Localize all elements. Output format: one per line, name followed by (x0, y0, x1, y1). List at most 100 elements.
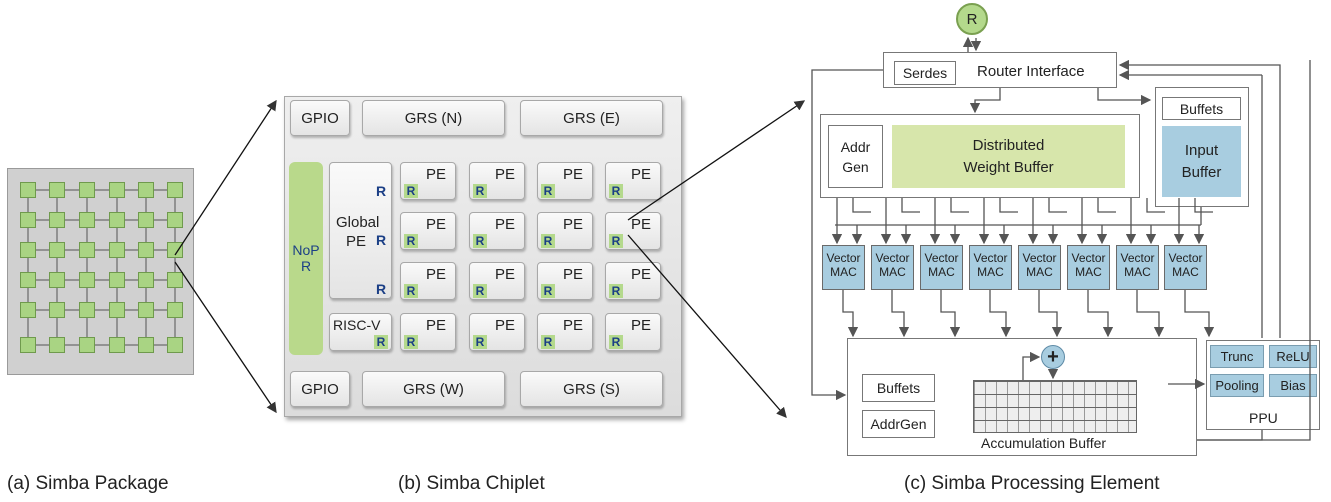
package-chiplet-node (79, 242, 95, 258)
ppu-pooling: Pooling (1210, 374, 1264, 397)
ppu-group: Trunc ReLU Pooling Bias PPU (1206, 340, 1320, 430)
vector-mac: Vector MAC (1116, 245, 1159, 290)
package-chiplet-node (20, 212, 36, 228)
package-chiplet-node (109, 337, 125, 353)
global-pe-router-2: R (376, 232, 387, 248)
package-chiplet-node (109, 182, 125, 198)
global-pe: R Global PE R R (329, 162, 392, 299)
pe-label: PE (631, 317, 652, 334)
caption-package: (a) Simba Package (7, 473, 169, 494)
pe-label: PE (495, 317, 516, 334)
grs-south: GRS (S) (520, 371, 663, 407)
pe-label: PE (563, 317, 584, 334)
pe-router-tag: R (473, 335, 487, 349)
chiplet-pe: PE R (537, 212, 593, 250)
package-chiplet-node (167, 182, 183, 198)
global-pe-router-3: R (376, 281, 387, 297)
package-chiplet-node (167, 242, 183, 258)
risc-v-router: R (374, 335, 388, 349)
buffets-top: Buffets (1162, 97, 1241, 120)
buffets-bottom: Buffets (862, 374, 935, 402)
vector-mac: Vector MAC (1067, 245, 1110, 290)
package-chiplet-node (79, 182, 95, 198)
package-chiplet-node (49, 337, 65, 353)
package-chiplet-node (79, 272, 95, 288)
package-chiplet-node (138, 212, 154, 228)
package-chiplet-node (79, 212, 95, 228)
package-chiplet-node (138, 337, 154, 353)
pe-label: PE (563, 266, 584, 283)
zoom-arrow-1 (174, 99, 277, 256)
pe-label: PE (495, 166, 516, 183)
package-chiplet-node (20, 337, 36, 353)
pe-label: PE (426, 266, 447, 283)
adder-node: + (1041, 345, 1065, 369)
pe-router-tag: R (541, 184, 555, 198)
pe-label: PE (426, 317, 447, 334)
ppu-relu: ReLU (1269, 345, 1317, 368)
vector-mac: Vector MAC (871, 245, 914, 290)
input-buffer-group: Buffets Input Buffer (1155, 87, 1249, 207)
package-chiplet-node (138, 272, 154, 288)
pe-router-tag: R (609, 335, 623, 349)
package-chiplet-node (109, 272, 125, 288)
vector-mac: Vector MAC (920, 245, 963, 290)
pe-label: PE (631, 216, 652, 233)
pe-label: PE (631, 166, 652, 183)
vector-mac: Vector MAC (1018, 245, 1061, 290)
addrgen-bottom: AddrGen (862, 410, 935, 438)
pe-label: PE (563, 166, 584, 183)
pe-router-tag: R (404, 284, 418, 298)
pe-label: PE (495, 216, 516, 233)
package-chiplet-node (49, 182, 65, 198)
nop-r-label: R (300, 258, 312, 274)
caption-chiplet: (b) Simba Chiplet (398, 473, 545, 494)
package-chiplet-node (167, 212, 183, 228)
pe-router-label: R (966, 10, 978, 28)
pe-label: PE (426, 216, 447, 233)
package-chiplet-node (49, 302, 65, 318)
vector-mac: Vector MAC (822, 245, 865, 290)
global-pe-router-1: R (376, 183, 387, 199)
package-chiplet-node (20, 182, 36, 198)
package-chiplet-node (49, 242, 65, 258)
zoom-arrow-4 (627, 234, 787, 418)
addr-gen-label: Addr Gen (840, 138, 871, 175)
chiplet-pe: PE R (469, 313, 525, 351)
pe-label: PE (563, 216, 584, 233)
package-chiplet-node (109, 242, 125, 258)
nop-label: NoP (292, 242, 320, 258)
vector-mac: Vector MAC (969, 245, 1012, 290)
pe-router-tag: R (473, 284, 487, 298)
zoom-arrow-2 (174, 261, 277, 414)
serdes-box: Serdes (894, 61, 956, 85)
package-chiplet-node (167, 272, 183, 288)
gpio-bottom: GPIO (290, 371, 350, 407)
gpio-top: GPIO (290, 100, 350, 136)
package-chiplet-node (138, 302, 154, 318)
ppu-bias: Bias (1269, 374, 1317, 397)
grs-north: GRS (N) (362, 100, 505, 136)
risc-v-core: RISC-V R (329, 313, 392, 351)
pe-router-tag: R (541, 234, 555, 248)
package-chiplet-node (79, 337, 95, 353)
package-chiplet-node (49, 212, 65, 228)
pe-label: PE (426, 166, 447, 183)
weight-buffer-group: Addr Gen Distributed Weight Buffer (820, 114, 1140, 198)
package-chiplet-node (79, 302, 95, 318)
weight-buffer-label: Distributed Weight Buffer (963, 136, 1054, 176)
package-chiplet-node (109, 302, 125, 318)
pe-router-tag: R (609, 284, 623, 298)
package-chiplet-node (20, 242, 36, 258)
global-pe-label: Global PE (336, 214, 380, 250)
